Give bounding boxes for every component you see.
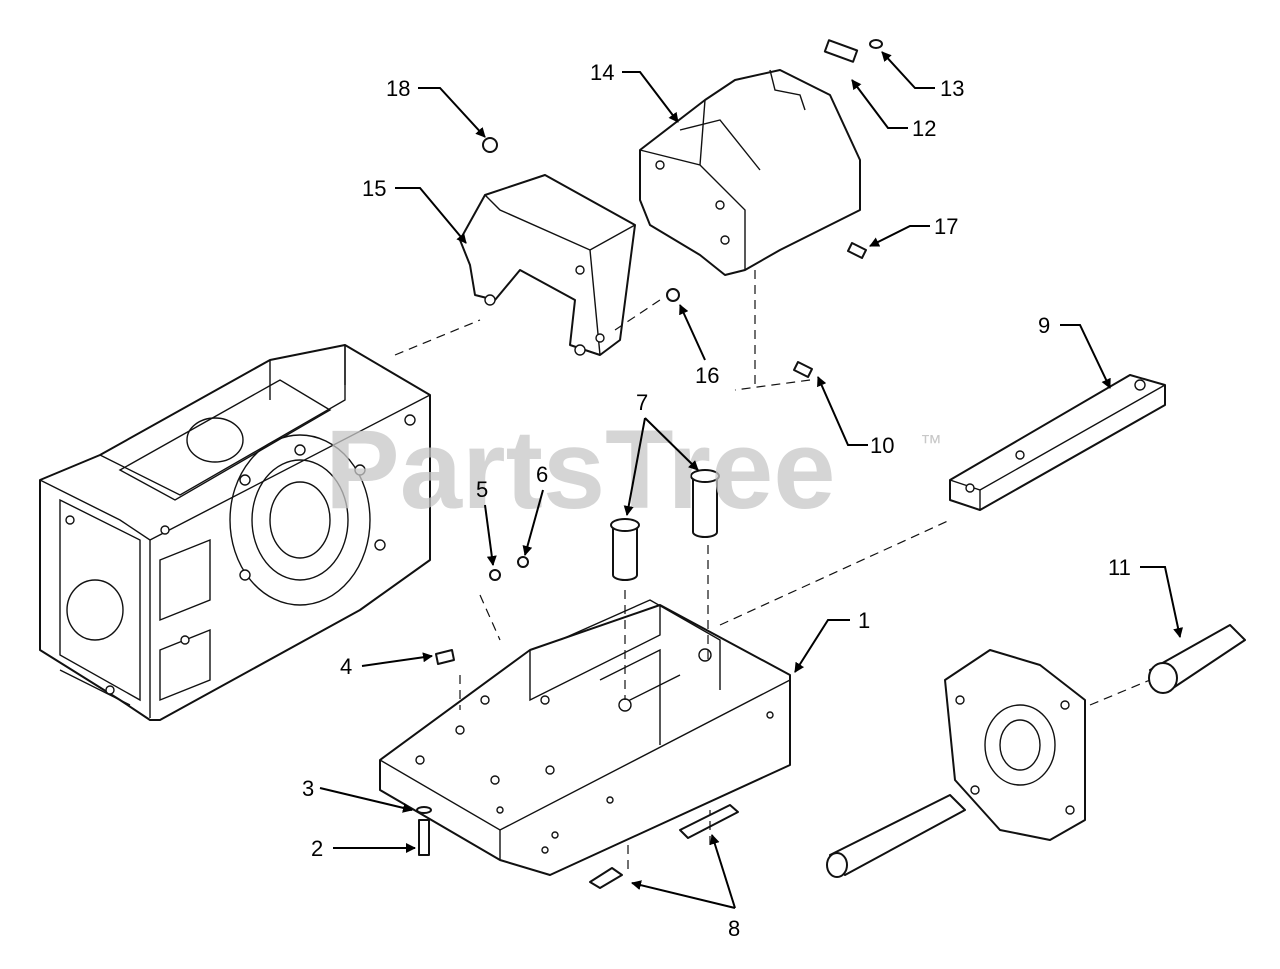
callout-5: 5 — [476, 477, 488, 502]
callout-12: 12 — [912, 116, 936, 141]
transmission-housing — [39, 344, 431, 721]
callout-6: 6 — [536, 462, 548, 487]
callout-14: 14 — [590, 60, 614, 85]
pins — [610, 469, 720, 581]
side-cover-plate — [944, 649, 1086, 841]
callout-10: 10 — [870, 433, 894, 458]
bar — [949, 374, 1166, 511]
watermark-brand: PartsTree — [325, 407, 836, 532]
callout-2: 2 — [311, 836, 323, 861]
callout-7: 7 — [636, 390, 648, 415]
watermark-trademark: ™ — [920, 430, 942, 455]
alignment-lines — [394, 270, 1151, 870]
callout-9: 9 — [1038, 313, 1050, 338]
bracket — [459, 174, 636, 356]
callout-1: 1 — [858, 608, 870, 633]
callout-3: 3 — [302, 776, 314, 801]
main-frame — [379, 599, 791, 876]
callout-18: 18 — [386, 76, 410, 101]
callout-15: 15 — [362, 176, 386, 201]
callout-16: 16 — [695, 363, 719, 388]
splined-shaft — [826, 794, 966, 878]
watermark: PartsTree ™ — [325, 407, 942, 532]
callout-4: 4 — [340, 654, 352, 679]
callout-labels: 1 2 3 4 5 6 7 8 9 10 11 12 13 14 15 16 1… — [302, 60, 1131, 941]
callout-leaders — [319, 51, 1184, 909]
cover — [639, 69, 861, 276]
callout-17: 17 — [934, 214, 958, 239]
callout-13: 13 — [940, 76, 964, 101]
hardware — [416, 39, 883, 889]
tube — [1148, 624, 1246, 694]
callout-11: 11 — [1108, 555, 1131, 580]
callout-8: 8 — [728, 916, 740, 941]
